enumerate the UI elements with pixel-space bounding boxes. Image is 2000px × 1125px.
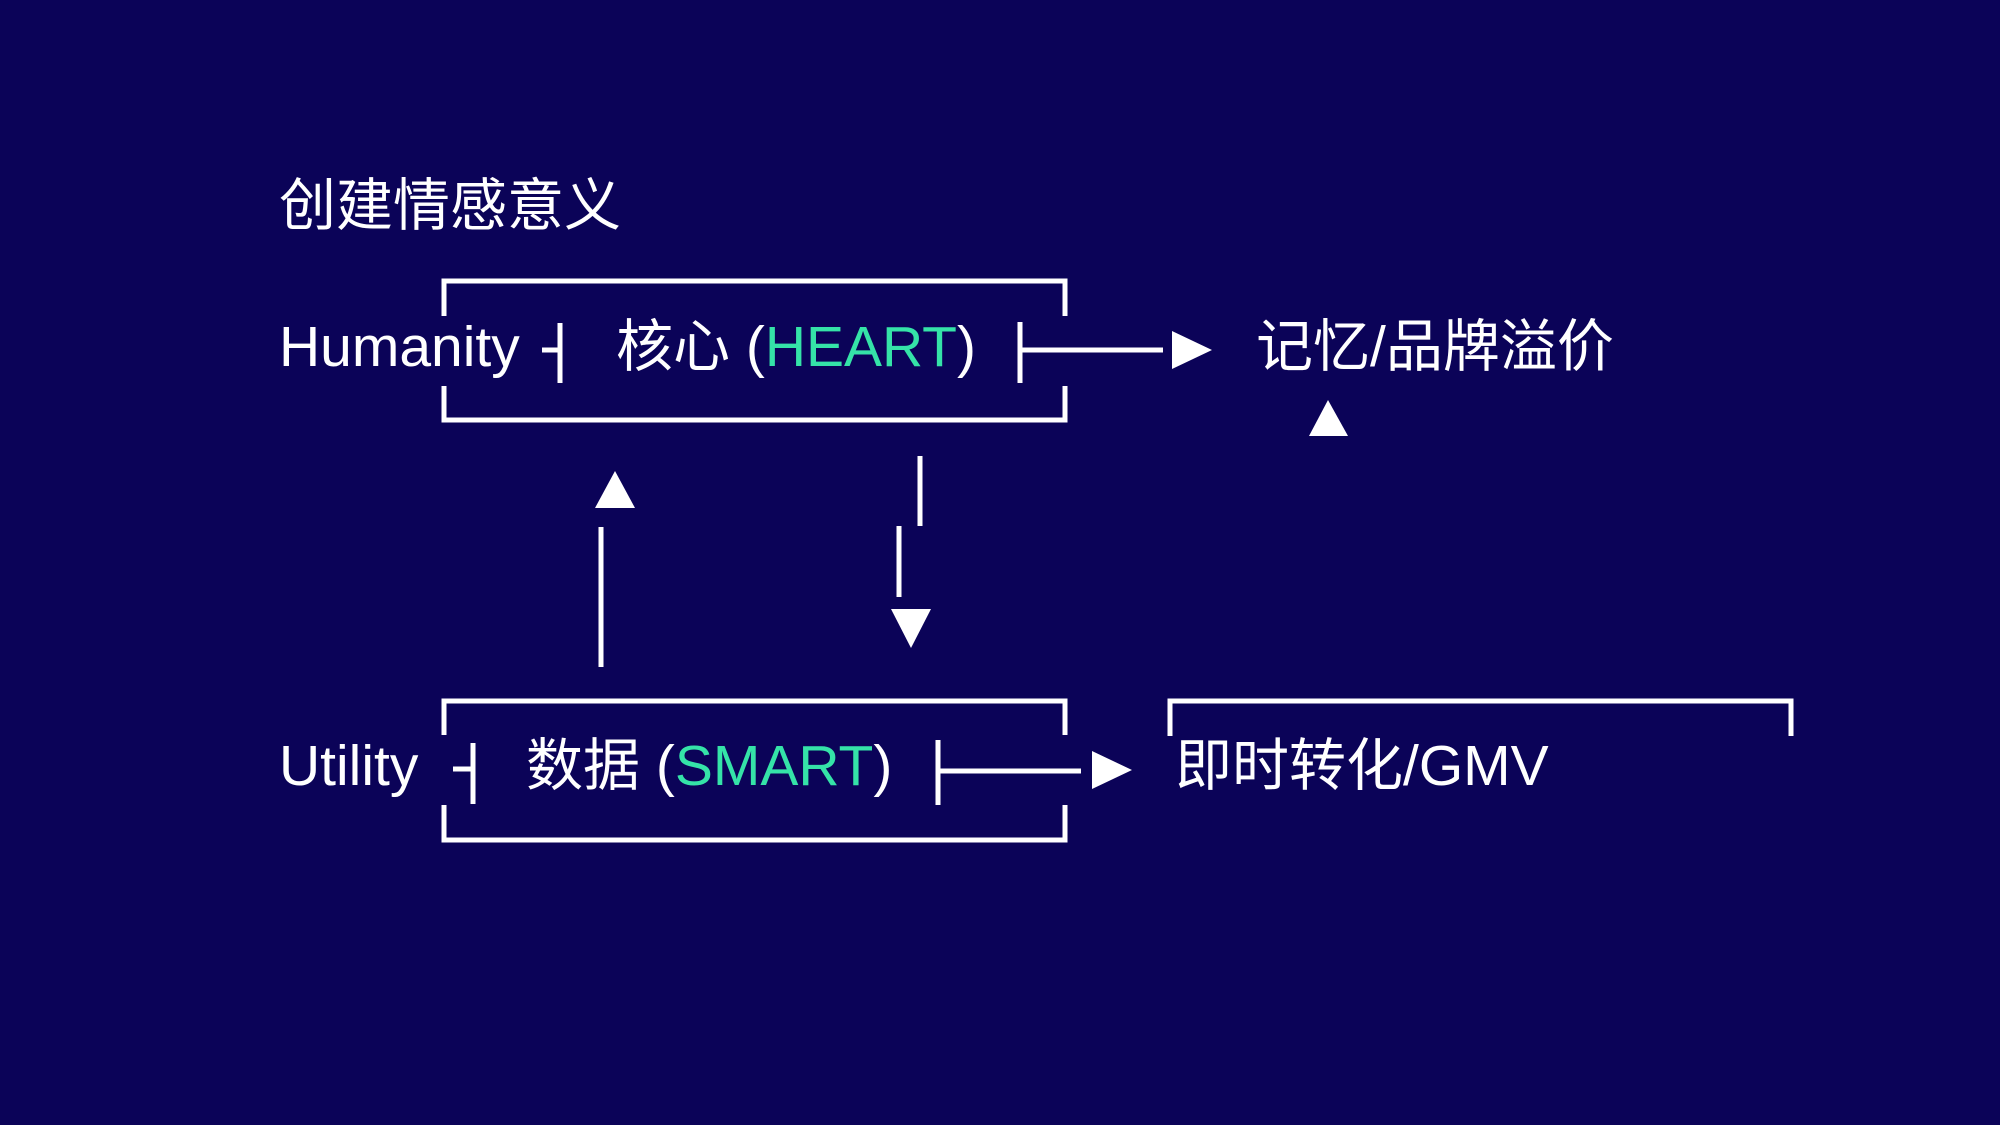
- heart-to-smart-arrowhead: [891, 609, 931, 648]
- gmv-top-bracket: [1167, 698, 1794, 736]
- smart-label-prefix: 数据 (: [526, 734, 675, 798]
- brand-premium-output-label: 记忆/品牌溢价: [1256, 315, 1614, 379]
- smart-box-label: 数据 (SMART): [526, 738, 892, 795]
- gmv-output-label: 即时转化/GMV: [1175, 734, 1549, 798]
- utility-input-tick: [453, 743, 476, 804]
- heart-box-bottom-bracket: [441, 386, 1068, 423]
- humanity-label: Humanity: [279, 315, 520, 379]
- heart-box-label: 核心 (HEART): [616, 319, 976, 376]
- smart-acronym: SMART: [674, 734, 874, 798]
- smart-output-arrowhead: [1092, 751, 1132, 789]
- smart-box-bottom-bracket: [441, 805, 1068, 843]
- smart-label-suffix: ): [873, 734, 893, 798]
- heart-to-smart-line: [896, 456, 923, 597]
- utility-label: Utility: [279, 734, 419, 798]
- smart-to-heart-arrowhead: [595, 471, 635, 508]
- heart-label-suffix: ): [956, 315, 976, 379]
- heart-output-tick: [1017, 322, 1163, 383]
- heart-label-prefix: 核心 (: [616, 315, 765, 379]
- smart-box-top-bracket: [441, 698, 1068, 735]
- heart-acronym: HEART: [764, 315, 957, 379]
- heart-box-top-bracket: [441, 278, 1068, 316]
- humanity-input-tick: [542, 323, 563, 383]
- heart-output-arrowhead: [1172, 331, 1212, 369]
- diagram-heading: 创建情感意义: [279, 174, 621, 238]
- smart-output-tick: [935, 740, 1081, 805]
- brand-value-up-arrowhead: [1309, 400, 1348, 436]
